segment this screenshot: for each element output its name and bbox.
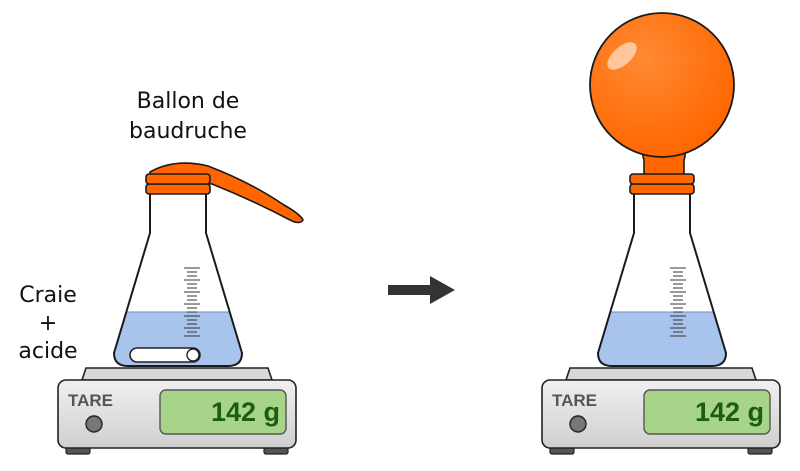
left-tare-button[interactable] xyxy=(85,415,103,433)
right-balloon-inflated xyxy=(589,12,735,195)
left-scale-reading: 142 g xyxy=(211,397,280,427)
right-scale-reading: 142 g xyxy=(695,397,764,427)
right-flask-contents xyxy=(598,311,726,366)
left-scale: TARE 142 g xyxy=(57,367,297,455)
transformation-arrow xyxy=(388,276,455,304)
left-tare-label: TARE xyxy=(68,391,113,410)
balloon-label-line2: baudruche xyxy=(129,119,247,144)
right-tare-label: TARE xyxy=(552,391,597,410)
right-tare-button[interactable] xyxy=(569,415,587,433)
left-erlenmeyer-flask xyxy=(113,192,243,367)
right-scale-platform xyxy=(564,367,758,381)
chalk-label: Craie xyxy=(19,283,77,308)
left-chalk-piece xyxy=(129,347,201,363)
right-setup: TARE 142 g xyxy=(541,12,781,455)
left-scale-display xyxy=(159,389,287,435)
right-scale-display xyxy=(643,389,771,435)
acid-label: acide xyxy=(18,339,77,364)
right-flask-graduations xyxy=(670,267,686,337)
balloon-highlight xyxy=(607,42,637,70)
left-setup: TARE 142 g xyxy=(18,89,304,455)
balloon-sphere xyxy=(589,12,735,158)
left-balloon-deflated xyxy=(145,162,304,224)
plus-sign: + xyxy=(39,311,57,336)
right-acid-liquid xyxy=(598,312,726,366)
left-scale-platform xyxy=(80,367,274,381)
left-flask-graduations xyxy=(184,267,200,337)
right-scale: TARE 142 g xyxy=(541,367,781,455)
right-erlenmeyer-flask xyxy=(597,192,727,367)
balloon-label-line1: Ballon de xyxy=(137,89,240,114)
